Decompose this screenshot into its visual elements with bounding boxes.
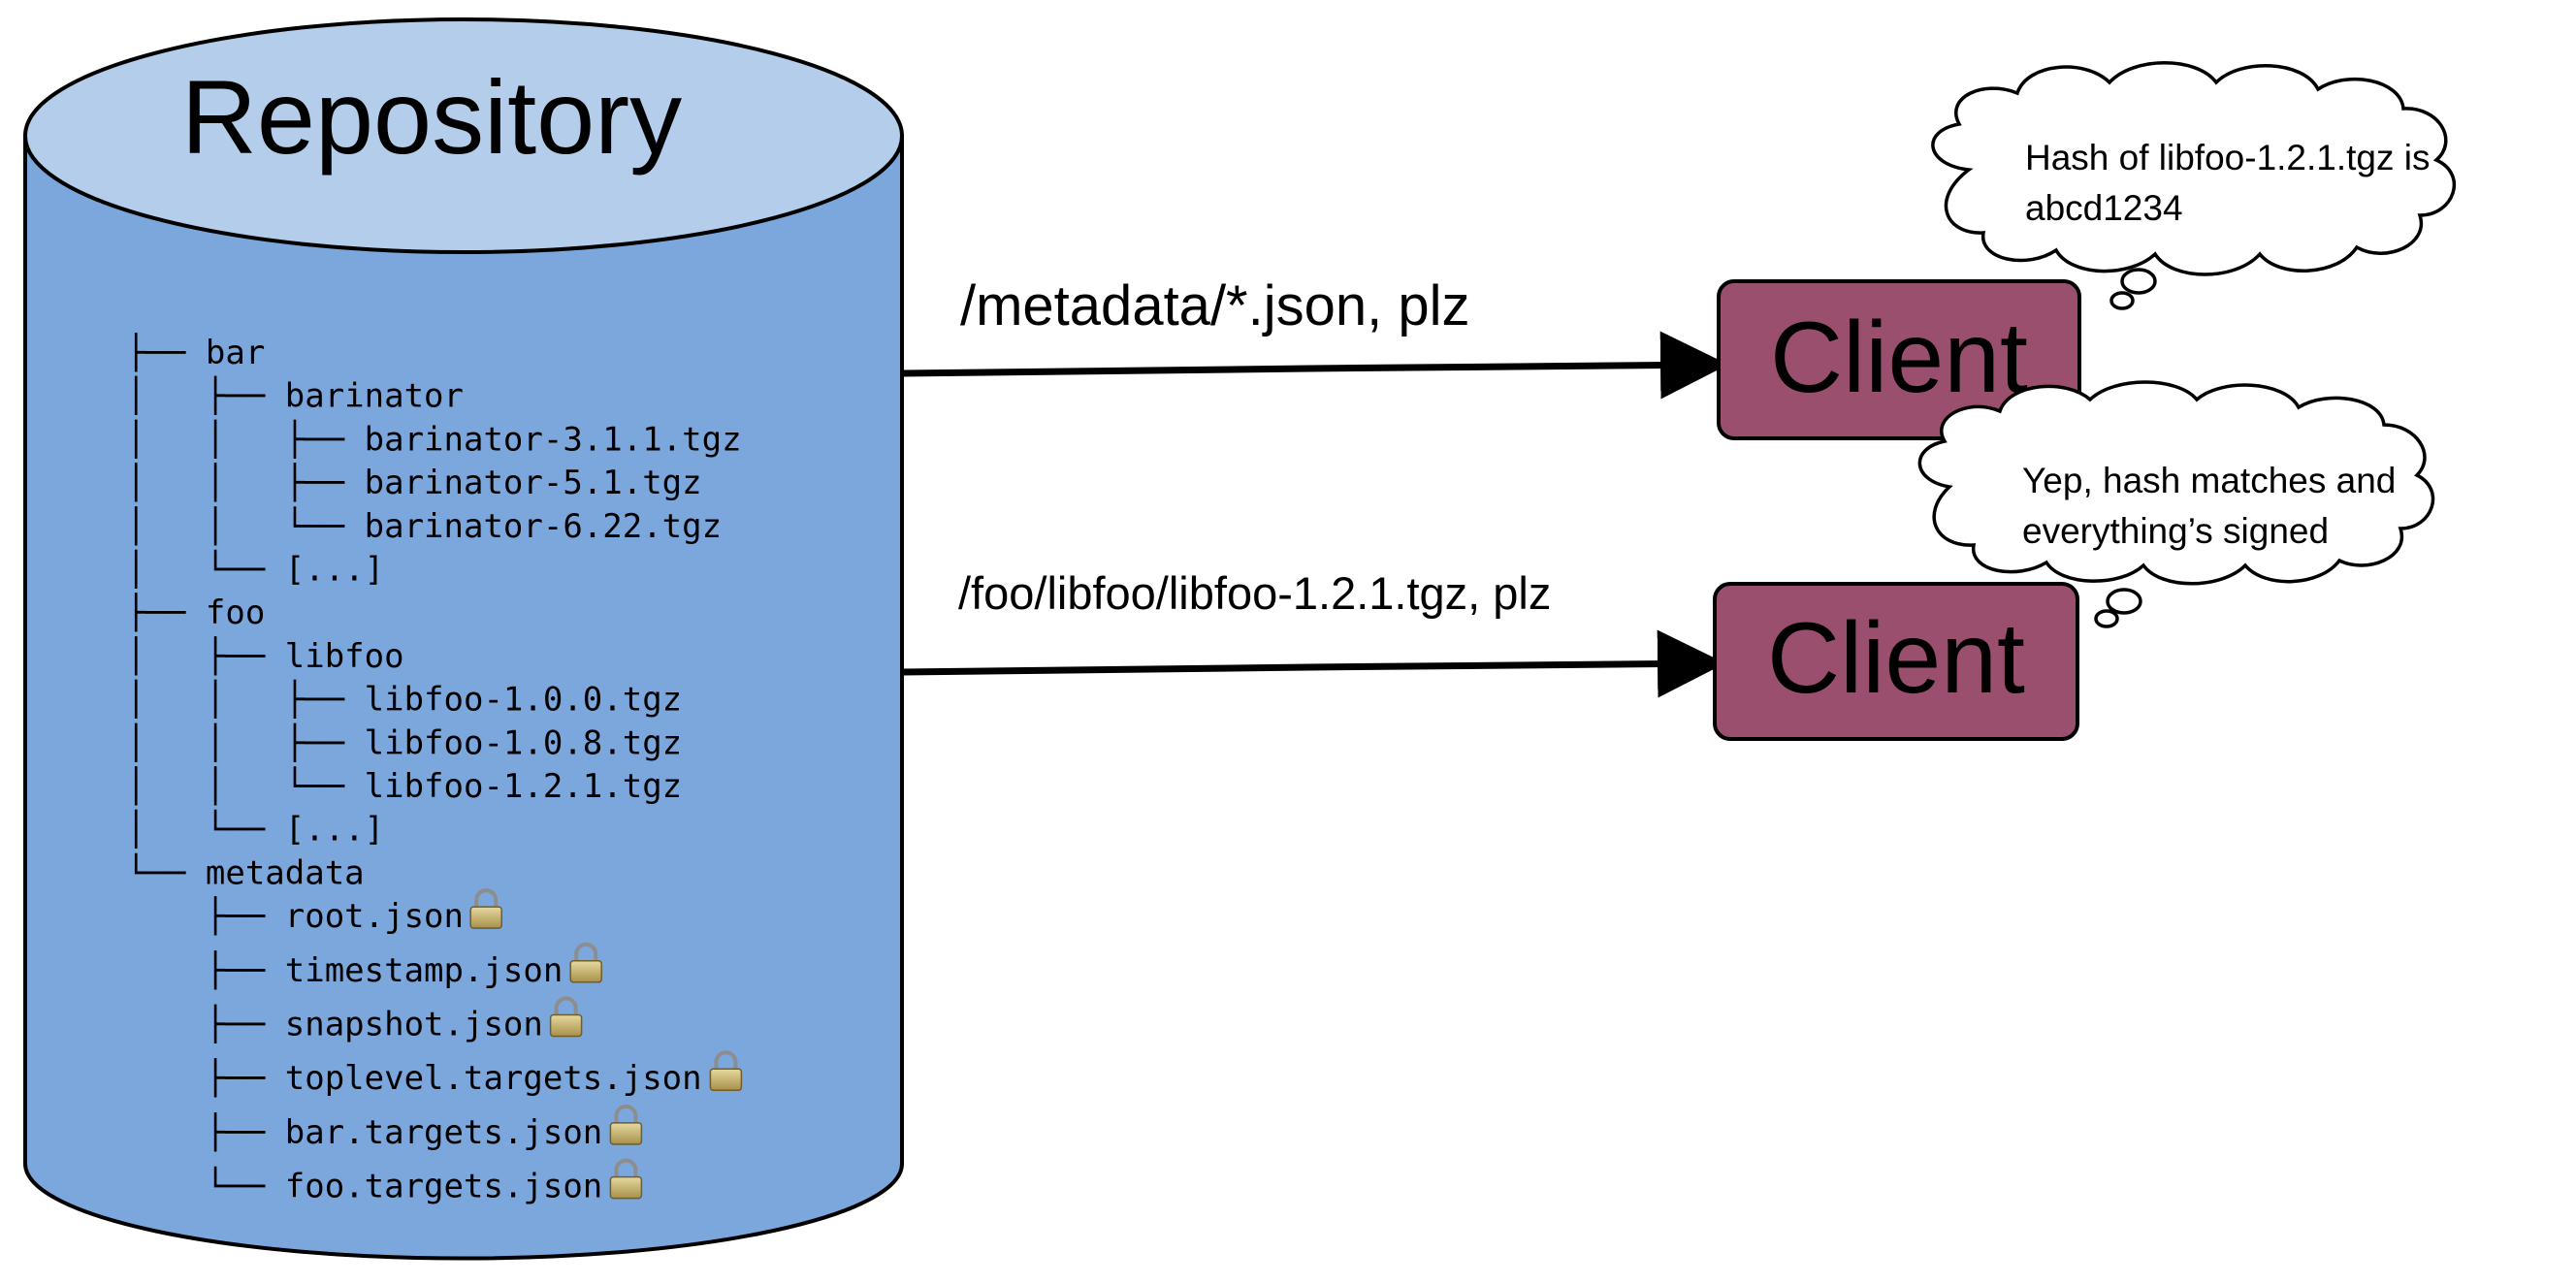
padlock-icon (469, 888, 502, 929)
tree-entry: │ │ └── barinator-6.22.tgz (126, 506, 722, 546)
thought-cloud-1: Hash of libfoo-1.2.1.tgz is abcd1234 (1931, 61, 2457, 310)
thought-bubble-2b (2094, 609, 2119, 628)
client-1-rect (1717, 279, 2081, 440)
tree-entry: ├── bar (126, 333, 265, 372)
cylinder-body (23, 134, 904, 1261)
client-2-label: Client (1767, 602, 2025, 715)
padlock-icon (609, 1104, 643, 1145)
thought-line-2b: everything’s signed (2022, 511, 2329, 551)
cloud-shape-1 (1931, 61, 2457, 276)
client-1-label: Client (1770, 302, 2028, 414)
padlock-icon (709, 1050, 743, 1091)
thought-bubble-2a (2106, 588, 2142, 615)
cylinder-top (23, 17, 904, 254)
tree-entry: │ │ ├── libfoo-1.0.0.tgz (126, 680, 682, 720)
thought-line-1a: Hash of libfoo-1.2.1.tgz is (2025, 138, 2431, 177)
cloud-shape-2 (1917, 380, 2435, 586)
tree-entry: │ ├── libfoo (126, 636, 404, 676)
thought-line-2a: Yep, hash matches and (2022, 461, 2396, 500)
repository-cylinder: Repository (23, 17, 904, 1261)
request-arrow-2: /foo/libfoo/libfoo-1.2.1.tgz, plz (901, 567, 1725, 698)
tree-entry-metadata-file: ├── toplevel.targets.json (126, 1058, 702, 1098)
thought-bubble-1a (2120, 268, 2157, 295)
request-arrow-1: /metadata/*.json, plz (901, 274, 1728, 400)
arrow-line-package (901, 629, 1725, 698)
thought-cloud-2: Yep, hash matches and everything’s signe… (1917, 380, 2435, 628)
tree-entry: │ │ ├── libfoo-1.0.8.tgz (126, 722, 682, 762)
tree-entry-metadata-file: └── foo.targets.json (126, 1167, 602, 1206)
padlock-icon (609, 1158, 643, 1200)
client-box-2: Client (1713, 582, 2079, 741)
tree-entry-metadata-file: ├── root.json (126, 896, 464, 936)
tree-entry-metadata-file: ├── bar.targets.json (126, 1112, 602, 1152)
tree-entry: ├── foo (126, 593, 265, 632)
thought-bubble-1b (2109, 291, 2135, 310)
client-box-1: Client (1717, 279, 2081, 440)
tree-entry: │ └── [...] (126, 550, 384, 590)
padlock-icon (549, 996, 583, 1038)
padlock-icon (569, 942, 602, 983)
client-2-rect (1713, 582, 2079, 741)
file-tree: ├── bar│ ├── barinator│ │ ├── barinator-… (126, 333, 743, 1206)
arrow-line-metadata (901, 331, 1728, 400)
tree-entry-metadata-file: ├── timestamp.json (126, 950, 563, 990)
thought-line-1b: abcd1234 (2025, 188, 2183, 228)
tree-entry: │ ├── barinator (126, 376, 464, 416)
tree-entry-metadata-file: ├── snapshot.json (126, 1005, 543, 1044)
tree-entry: │ │ ├── barinator-5.1.tgz (126, 463, 702, 502)
request-label-package: /foo/libfoo/libfoo-1.2.1.tgz, plz (958, 567, 1551, 619)
tree-entry: └── metadata (126, 852, 365, 892)
request-label-metadata: /metadata/*.json, plz (960, 274, 1470, 337)
tree-entry: │ └── [...] (126, 810, 384, 850)
tree-entry: │ │ ├── barinator-3.1.1.tgz (126, 419, 742, 459)
tree-entry: │ │ └── libfoo-1.2.1.tgz (126, 766, 682, 806)
repository-title: Repository (181, 58, 682, 176)
